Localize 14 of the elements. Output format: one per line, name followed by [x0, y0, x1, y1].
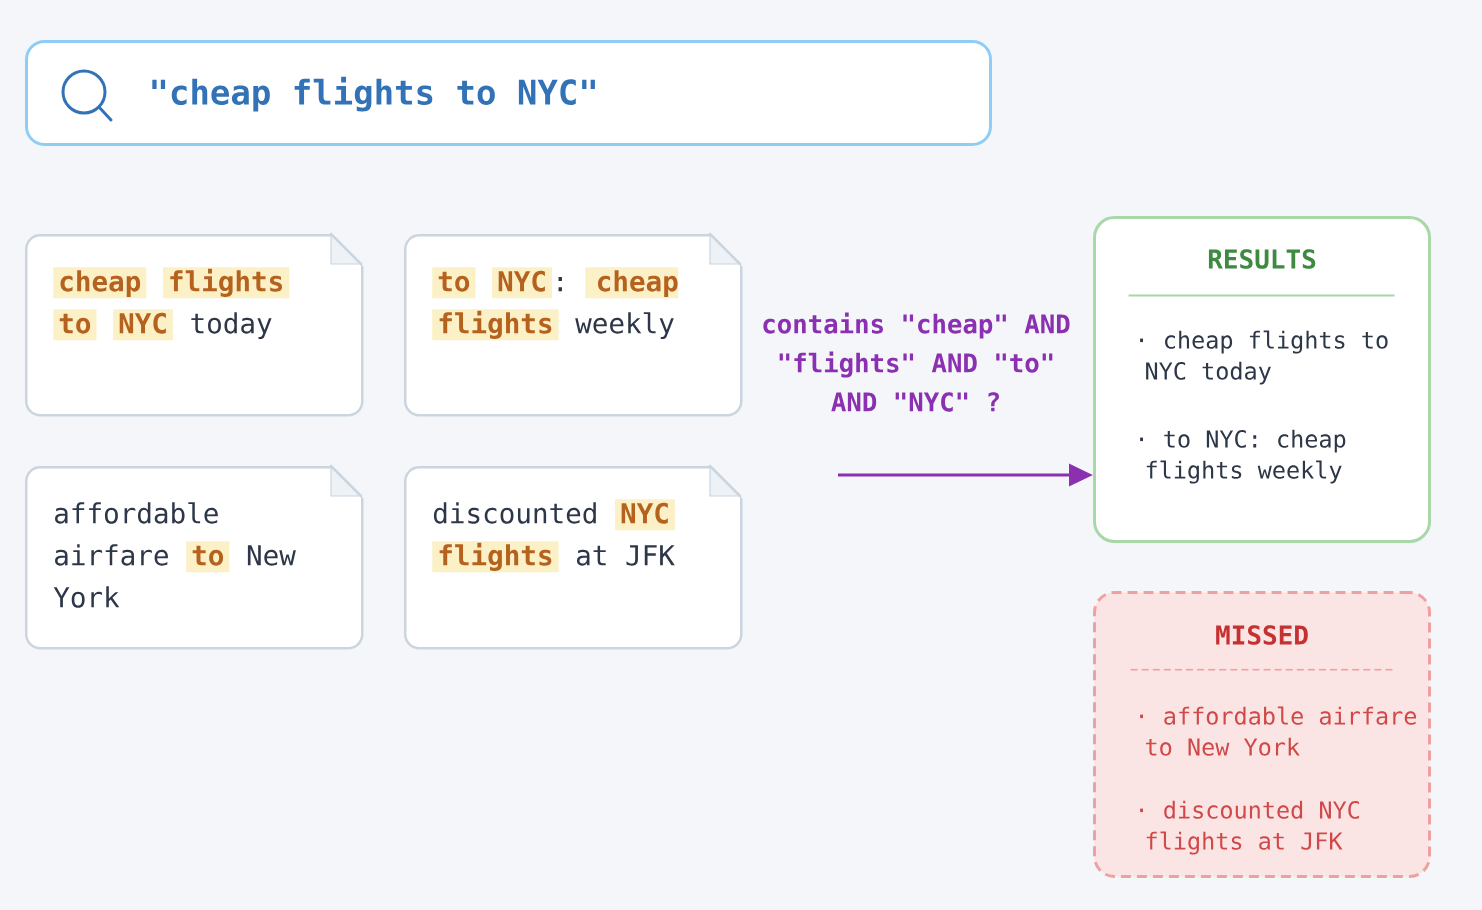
document-card: to NYC: cheap flights weekly	[404, 231, 743, 417]
list-item: · cheap flights to NYC today	[1140, 330, 1388, 385]
document-card: affordable airfare to New York	[25, 463, 364, 650]
edge-label: contains "cheap" AND "flights" AND "to" AND "NYC" ?	[763, 312, 1070, 412]
search-box: "cheap flights to NYC"	[25, 40, 992, 146]
box-heading: MISSED	[1216, 625, 1308, 645]
document-card: discounted NYC flights at JFK	[404, 463, 743, 650]
document-card: cheap flights to NYC today	[25, 231, 364, 417]
missed-box	[1093, 591, 1431, 878]
box-heading: RESULTS	[1208, 249, 1316, 269]
results-box	[1093, 216, 1431, 543]
list-item: · discounted NYC flights at JFK	[1140, 800, 1360, 855]
list-item: · affordable airfare to New York	[1140, 706, 1417, 756]
list-item: · to NYC: cheap flights weekly	[1140, 429, 1346, 484]
